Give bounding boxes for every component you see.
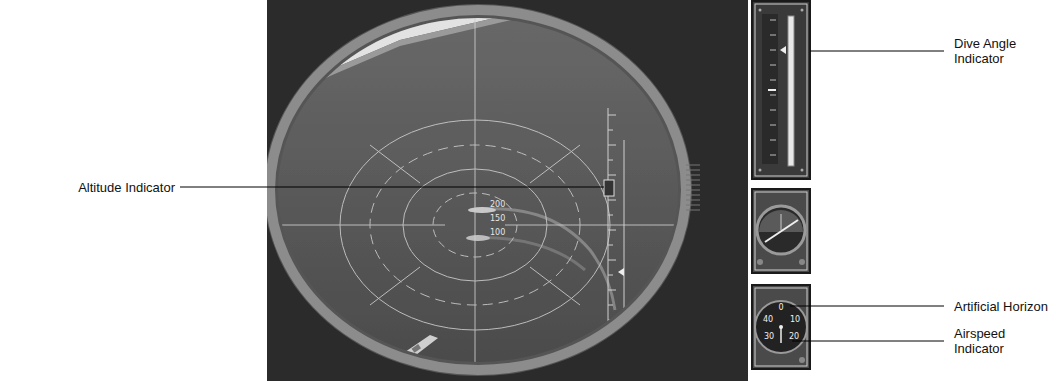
callout-label: Airspeed Indicator: [954, 326, 1050, 356]
callout-label: Altitude Indicator: [78, 180, 175, 195]
callout-label: Artificial Horizon: [954, 299, 1050, 314]
dial-number: 20: [789, 332, 799, 341]
range-number: 150: [490, 214, 505, 223]
dial-number: 10: [790, 315, 800, 324]
range-number: 100: [490, 228, 505, 237]
dial-number: 30: [764, 332, 774, 341]
dial-number: 40: [763, 315, 773, 324]
range-number: 200: [490, 200, 505, 209]
dial-number: 0: [778, 303, 783, 312]
callout-label: Dive Angle Indicator: [954, 36, 1050, 66]
